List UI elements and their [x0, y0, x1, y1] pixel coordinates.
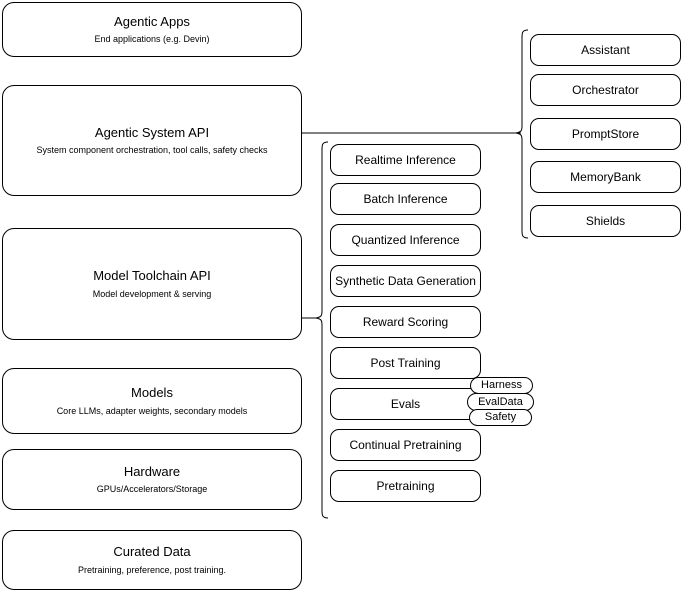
component-shields[interactable]: Shields — [530, 205, 681, 237]
layer-agentic-apps[interactable]: Agentic Apps End applications (e.g. Devi… — [2, 2, 302, 57]
evals-tag-harness[interactable]: Harness — [470, 377, 533, 394]
capability-pretraining[interactable]: Pretraining — [330, 470, 481, 502]
capability-label: Evals — [390, 396, 421, 411]
capability-label: Synthetic Data Generation — [335, 273, 476, 288]
layer-models[interactable]: Models Core LLMs, adapter weights, secon… — [2, 368, 302, 434]
capability-label: Batch Inference — [363, 191, 448, 206]
layer-title: Hardware — [123, 463, 181, 479]
layer-subtitle: Pretraining, preference, post training. — [77, 564, 227, 575]
capability-quantized-inference[interactable]: Quantized Inference — [330, 224, 481, 256]
layer-subtitle: GPUs/Accelerators/Storage — [96, 484, 208, 494]
capability-batch-inference[interactable]: Batch Inference — [330, 183, 481, 215]
capability-label: Continual Pretraining — [349, 437, 462, 452]
component-label: Assistant — [581, 42, 630, 57]
layer-subtitle: Core LLMs, adapter weights, secondary mo… — [56, 405, 248, 416]
layer-title: Curated Data — [113, 544, 191, 560]
capability-evals[interactable]: Evals — [330, 388, 481, 420]
component-assistant[interactable]: Assistant — [530, 34, 681, 66]
layer-title: Models — [131, 385, 173, 401]
capability-continual-pretraining[interactable]: Continual Pretraining — [330, 429, 481, 461]
bracket-toolchain-capabilities — [315, 141, 329, 519]
evals-tag-safety[interactable]: Safety — [469, 409, 532, 426]
capability-label: Pretraining — [376, 478, 435, 493]
layer-title: Model Toolchain API — [93, 268, 211, 284]
component-label: MemoryBank — [570, 169, 641, 184]
component-label: PromptStore — [571, 126, 640, 141]
evals-tag-label: Harness — [481, 379, 522, 391]
component-promptstore[interactable]: PromptStore — [530, 118, 681, 150]
evals-tag-label: Safety — [484, 411, 517, 423]
bracket-system-components — [515, 29, 529, 239]
layer-agentic-system-api[interactable]: Agentic System API System component orch… — [2, 85, 302, 196]
evals-tag-label: EvalData — [478, 395, 523, 408]
capability-post-training[interactable]: Post Training — [330, 347, 481, 379]
component-orchestrator[interactable]: Orchestrator — [530, 74, 681, 106]
component-label: Shields — [585, 213, 626, 228]
capability-realtime-inference[interactable]: Realtime Inference — [330, 144, 481, 176]
layer-title: Agentic System API — [94, 124, 210, 140]
component-label: Orchestrator — [572, 82, 639, 97]
capability-label: Reward Scoring — [362, 314, 449, 329]
layer-subtitle: System component orchestration, tool cal… — [36, 145, 268, 155]
layer-subtitle: Model development & serving — [92, 288, 212, 299]
layer-title: Agentic Apps — [114, 13, 190, 29]
capability-label: Quantized Inference — [351, 232, 460, 247]
layer-hardware[interactable]: Hardware GPUs/Accelerators/Storage — [2, 449, 302, 510]
capability-label: Post Training — [370, 355, 441, 370]
layer-model-toolchain-api[interactable]: Model Toolchain API Model development & … — [2, 228, 302, 340]
component-memorybank[interactable]: MemoryBank — [530, 161, 681, 193]
capability-label: Realtime Inference — [355, 152, 456, 167]
layer-subtitle: End applications (e.g. Devin) — [94, 34, 210, 44]
capability-reward-scoring[interactable]: Reward Scoring — [330, 306, 481, 338]
capability-synthetic-data-generation[interactable]: Synthetic Data Generation — [330, 265, 481, 297]
layer-curated-data[interactable]: Curated Data Pretraining, preference, po… — [2, 530, 302, 590]
